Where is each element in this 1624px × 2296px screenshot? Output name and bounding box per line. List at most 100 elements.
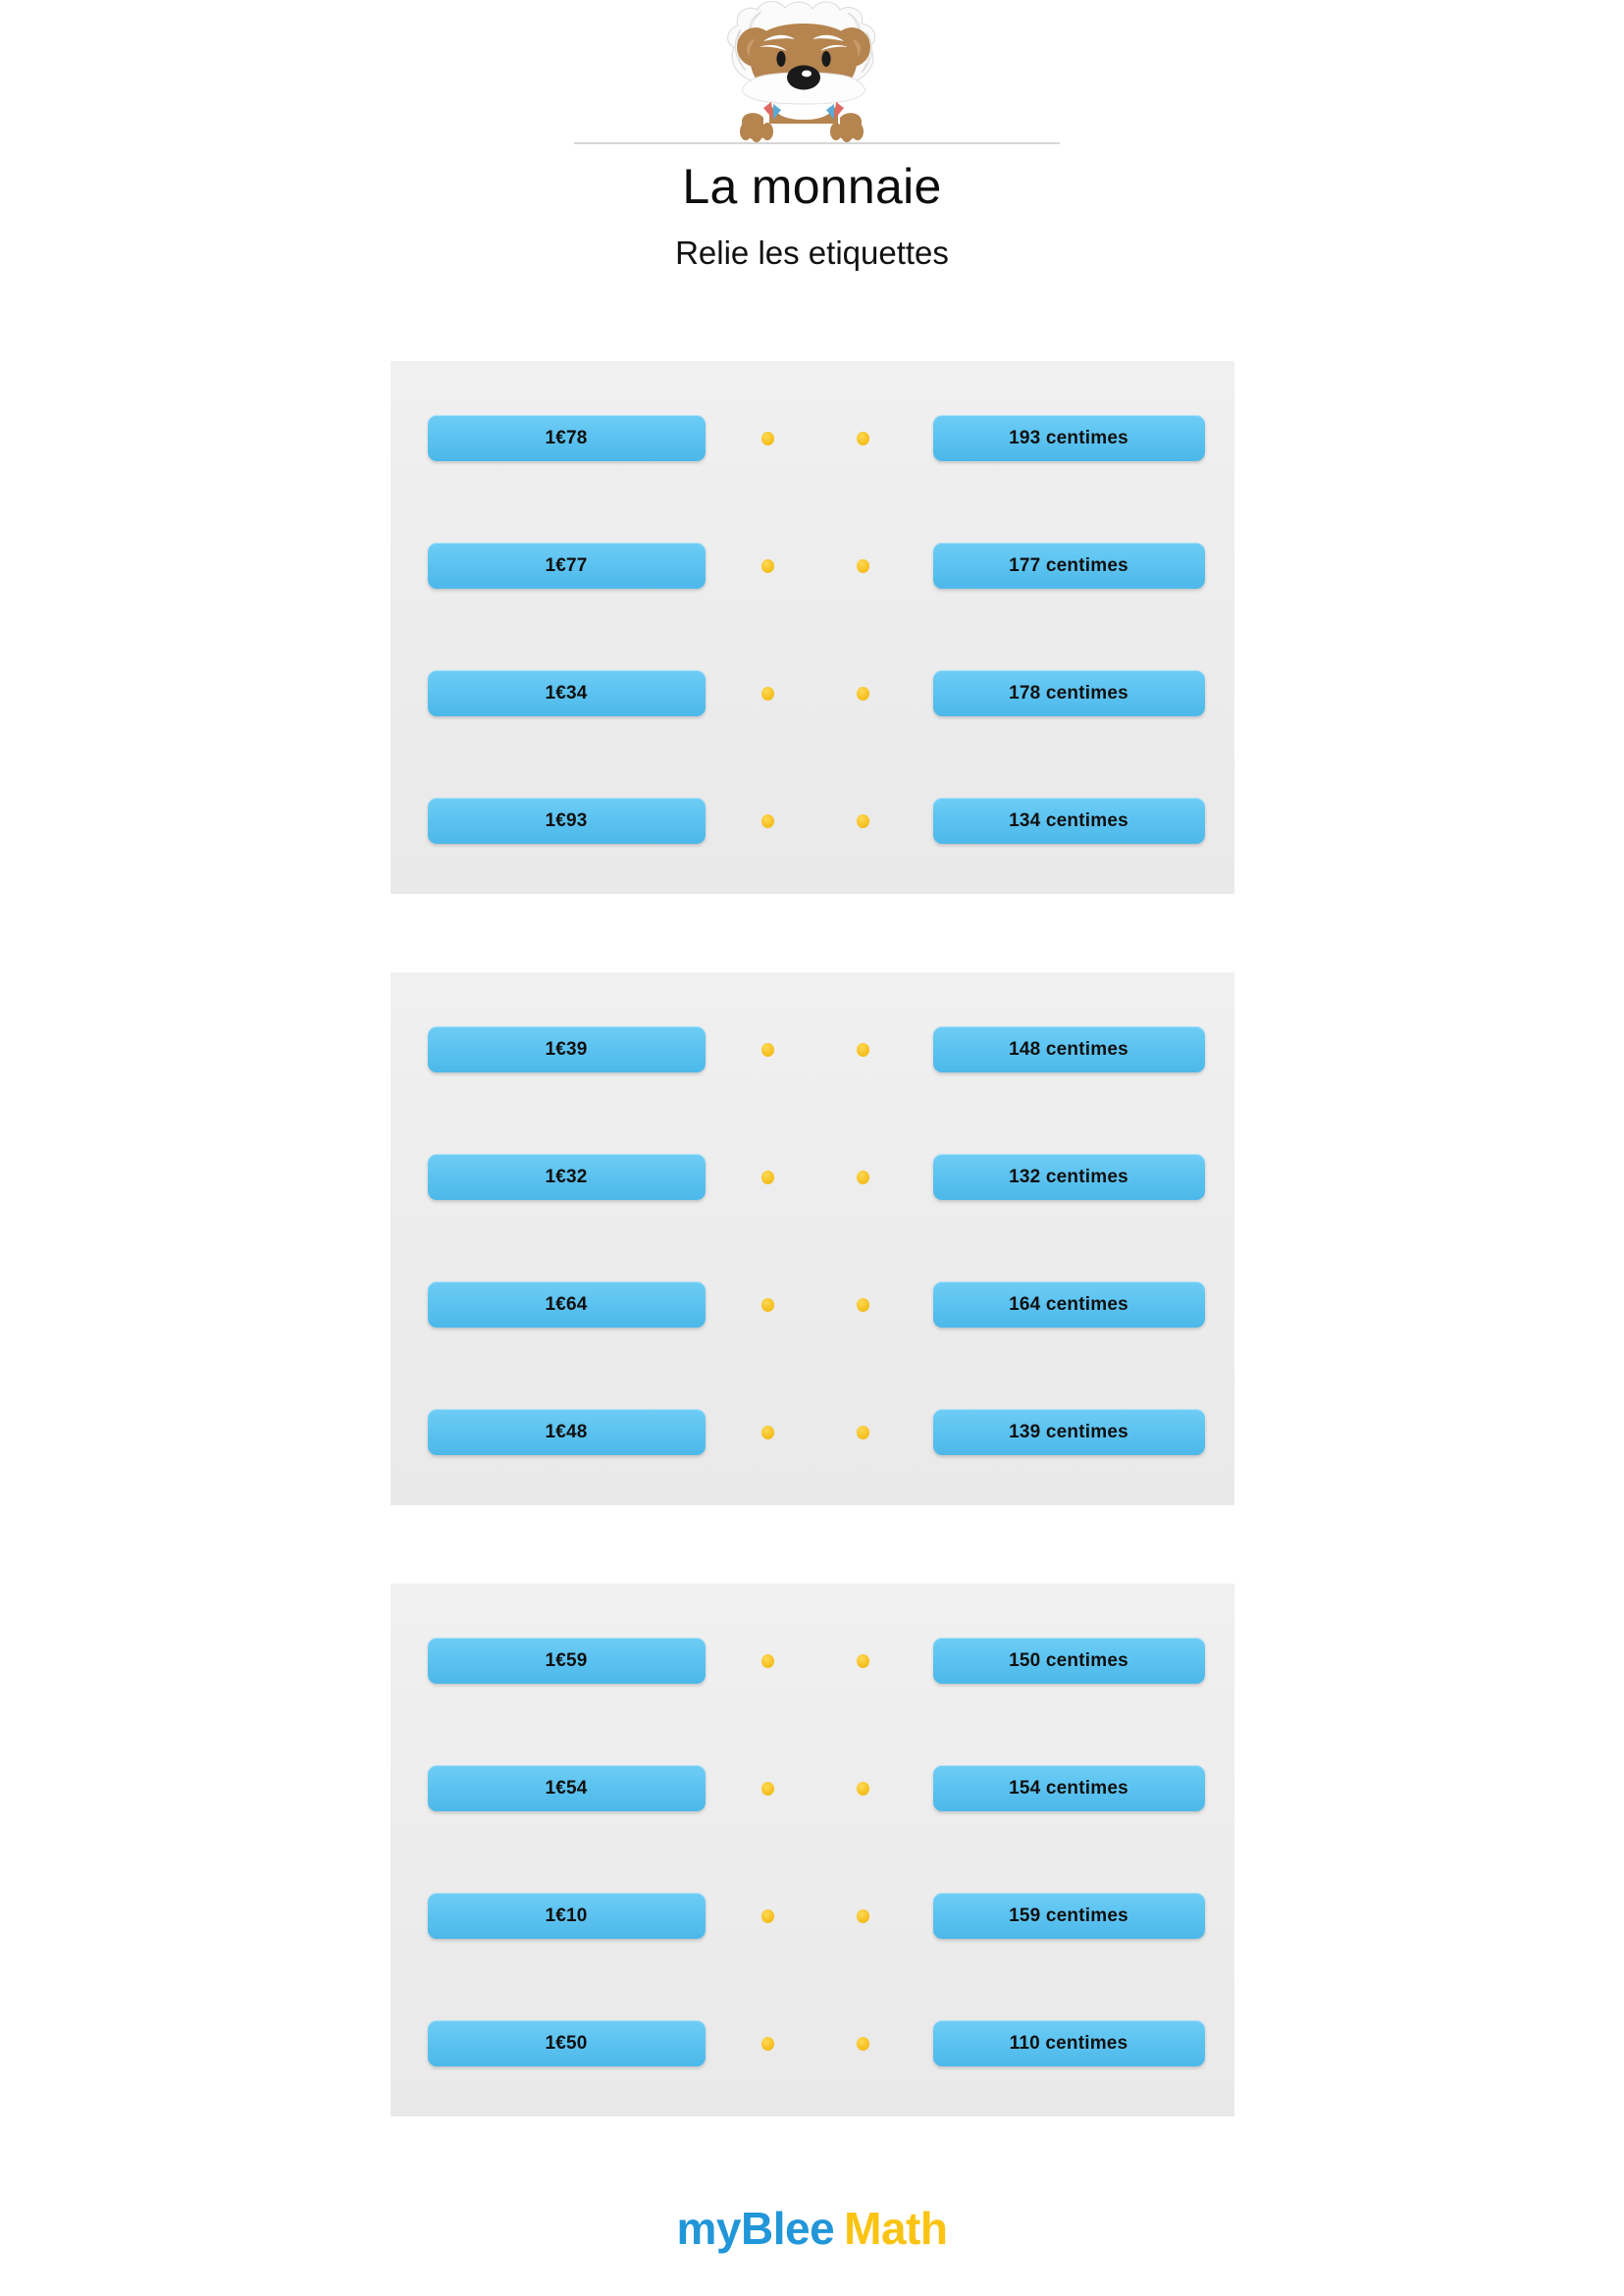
centimes-tag-button[interactable]: 110 centimes	[932, 2020, 1205, 2066]
euro-tag-button[interactable]: 1€64	[427, 1281, 706, 1328]
left-column-cell: 1€50	[427, 2020, 752, 2066]
match-row: 1€10 159 centimes	[391, 1872, 1234, 1959]
connector-dot-right[interactable]	[856, 1425, 869, 1439]
connector-gap	[752, 522, 881, 609]
right-column-cell: 154 centimes	[881, 1765, 1205, 1811]
connector-dot-right[interactable]	[856, 1042, 869, 1057]
connector-dot-right[interactable]	[856, 2036, 869, 2051]
left-column-cell: 1€10	[427, 1893, 752, 1939]
centimes-tag-button[interactable]: 154 centimes	[932, 1765, 1205, 1811]
connector-dot-right[interactable]	[856, 1908, 869, 1923]
centimes-tag-button[interactable]: 178 centimes	[932, 670, 1205, 716]
centimes-tag-button[interactable]: 148 centimes	[932, 1026, 1205, 1072]
connector-dot-right[interactable]	[856, 558, 869, 573]
right-column-cell: 150 centimes	[881, 1638, 1205, 1684]
connector-dot-left[interactable]	[760, 1297, 774, 1312]
page-subtitle: Relie les etiquettes	[675, 235, 949, 271]
centimes-tag-button[interactable]: 150 centimes	[932, 1638, 1205, 1684]
right-column-cell: 148 centimes	[881, 1026, 1205, 1072]
centimes-tag-button[interactable]: 193 centimes	[932, 415, 1205, 461]
connector-dot-left[interactable]	[760, 1781, 774, 1796]
euro-tag-button[interactable]: 1€39	[427, 1026, 706, 1072]
connector-gap	[752, 1261, 881, 1348]
right-column-cell: 178 centimes	[881, 670, 1205, 716]
connector-dot-right[interactable]	[856, 813, 869, 828]
left-column-cell: 1€39	[427, 1026, 752, 1072]
connector-dot-left[interactable]	[760, 813, 774, 828]
connector-dot-left[interactable]	[760, 1425, 774, 1439]
connector-dot-right[interactable]	[856, 431, 869, 445]
centimes-tag-button[interactable]: 139 centimes	[932, 1409, 1205, 1455]
connector-dot-left[interactable]	[760, 1042, 774, 1057]
connector-gap	[752, 1872, 881, 1959]
connector-dot-right[interactable]	[856, 1297, 869, 1312]
connector-dot-left[interactable]	[760, 1908, 774, 1923]
euro-tag-button[interactable]: 1€34	[427, 670, 706, 716]
left-column-cell: 1€64	[427, 1281, 752, 1328]
connector-gap	[752, 2000, 881, 2087]
connector-dot-left[interactable]	[760, 1653, 774, 1668]
euro-tag-button[interactable]: 1€10	[427, 1893, 706, 1939]
match-row: 1€93 134 centimes	[391, 777, 1234, 864]
left-column-cell: 1€59	[427, 1638, 752, 1684]
exercise-panel-1: 1€78 193 centimes 1€77 177 centimes	[390, 361, 1234, 894]
match-row: 1€78 193 centimes	[391, 394, 1234, 482]
match-row: 1€50 110 centimes	[391, 2000, 1234, 2087]
euro-tag-button[interactable]: 1€77	[427, 543, 706, 589]
euro-tag-button[interactable]: 1€48	[427, 1409, 706, 1455]
connector-dot-left[interactable]	[760, 2036, 774, 2051]
centimes-tag-button[interactable]: 132 centimes	[932, 1154, 1205, 1200]
match-row: 1€59 150 centimes	[391, 1617, 1234, 1704]
bear-einstein-mascot-icon	[705, 0, 920, 149]
match-row: 1€48 139 centimes	[391, 1388, 1234, 1476]
centimes-tag-button[interactable]: 177 centimes	[932, 543, 1205, 589]
match-row: 1€34 178 centimes	[391, 650, 1234, 737]
connector-gap	[752, 1006, 881, 1093]
right-column-cell: 134 centimes	[881, 798, 1205, 844]
match-row: 1€32 132 centimes	[391, 1133, 1234, 1221]
connector-dot-right[interactable]	[856, 1781, 869, 1796]
exercise-panel-2: 1€39 148 centimes 1€32 132 centimes	[390, 972, 1234, 1505]
euro-tag-button[interactable]: 1€78	[427, 415, 706, 461]
connector-dot-right[interactable]	[856, 1170, 869, 1184]
euro-tag-button[interactable]: 1€54	[427, 1765, 706, 1811]
left-column-cell: 1€32	[427, 1154, 752, 1200]
exercise-panels: 1€78 193 centimes 1€77 177 centimes	[0, 361, 1624, 2116]
euro-tag-button[interactable]: 1€50	[427, 2020, 706, 2066]
page-title: La monnaie	[682, 159, 942, 214]
centimes-tag-button[interactable]: 159 centimes	[932, 1893, 1205, 1939]
euro-tag-button[interactable]: 1€93	[427, 798, 706, 844]
match-row: 1€39 148 centimes	[391, 1006, 1234, 1093]
connector-gap	[752, 394, 881, 482]
connector-dot-right[interactable]	[856, 1653, 869, 1668]
right-column-cell: 193 centimes	[881, 415, 1205, 461]
connector-gap	[752, 1617, 881, 1704]
euro-tag-button[interactable]: 1€59	[427, 1638, 706, 1684]
connector-dot-left[interactable]	[760, 558, 774, 573]
left-column-cell: 1€34	[427, 670, 752, 716]
centimes-tag-button[interactable]: 134 centimes	[932, 798, 1205, 844]
right-column-cell: 139 centimes	[881, 1409, 1205, 1455]
centimes-tag-button[interactable]: 164 centimes	[932, 1281, 1205, 1328]
connector-dot-right[interactable]	[856, 686, 869, 701]
match-row: 1€64 164 centimes	[391, 1261, 1234, 1348]
right-column-cell: 159 centimes	[881, 1893, 1205, 1939]
connector-gap	[752, 1745, 881, 1832]
horizontal-rule-icon	[574, 142, 1060, 144]
connector-dot-left[interactable]	[760, 686, 774, 701]
connector-dot-left[interactable]	[760, 431, 774, 445]
connector-gap	[752, 650, 881, 737]
connector-dot-left[interactable]	[760, 1170, 774, 1184]
left-column-cell: 1€77	[427, 543, 752, 589]
left-column-cell: 1€93	[427, 798, 752, 844]
right-column-cell: 164 centimes	[881, 1281, 1205, 1328]
exercise-panel-3: 1€59 150 centimes 1€54 154 centimes	[390, 1584, 1234, 2116]
right-column-cell: 177 centimes	[881, 543, 1205, 589]
euro-tag-button[interactable]: 1€32	[427, 1154, 706, 1200]
right-column-cell: 132 centimes	[881, 1154, 1205, 1200]
connector-gap	[752, 1388, 881, 1476]
page-header: La monnaie Relie les etiquettes	[0, 0, 1624, 334]
right-column-cell: 110 centimes	[881, 2020, 1205, 2066]
